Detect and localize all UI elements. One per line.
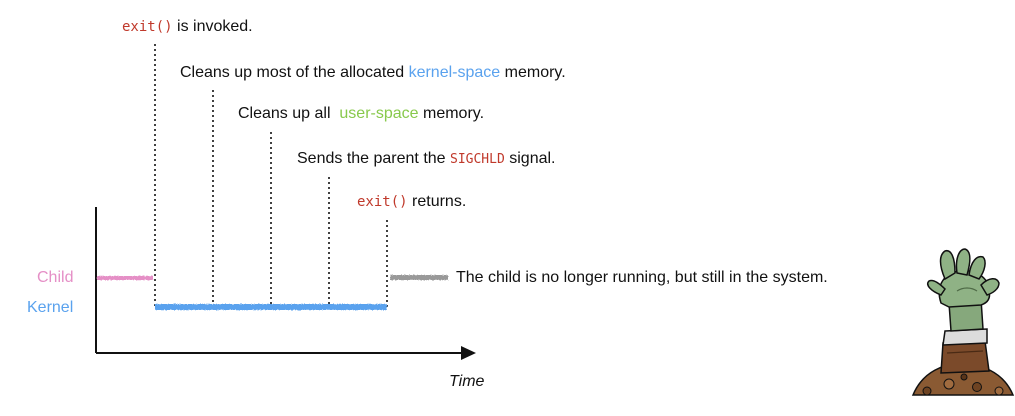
event-text: is invoked. (172, 18, 253, 35)
code-exit: exit() (357, 194, 408, 210)
x-axis-arrowhead (461, 346, 476, 360)
event-text-post: memory. (418, 105, 485, 122)
event-exit-invoked: exit() is invoked. (122, 17, 253, 37)
x-axis-label: Time (449, 373, 485, 390)
event-text-pre: Cleans up most of the allocated (180, 64, 409, 81)
zombie-hand-icon (911, 248, 1015, 396)
kernel-exit-bar (155, 304, 387, 310)
event-exit-returns: exit() returns. (357, 192, 466, 212)
kernel-space-highlight: kernel-space (408, 64, 501, 81)
zombie-note: The child is no longer running, but stil… (456, 269, 828, 286)
event-text-post: signal. (504, 150, 556, 167)
code-exit: exit() (122, 19, 173, 35)
event-kernel-cleanup: Cleans up most of the allocated kernel-s… (180, 63, 566, 83)
event-text-pre: Cleans up all (238, 105, 340, 122)
event-text-pre: Sends the parent the (297, 150, 450, 167)
event-sigchld: Sends the parent the SIGCHLD signal. (297, 149, 556, 170)
code-sigchld: SIGCHLD (450, 152, 505, 167)
row-label-child: Child (37, 269, 74, 286)
user-space-highlight: user-space (339, 105, 419, 122)
event-text: returns. (407, 193, 467, 210)
event-user-cleanup: Cleans up all user-space memory. (238, 104, 484, 124)
event-text-post: memory. (500, 64, 566, 81)
row-label-kernel: Kernel (27, 299, 74, 316)
zombie-state-bar (390, 275, 448, 280)
child-running-bar (97, 276, 153, 280)
